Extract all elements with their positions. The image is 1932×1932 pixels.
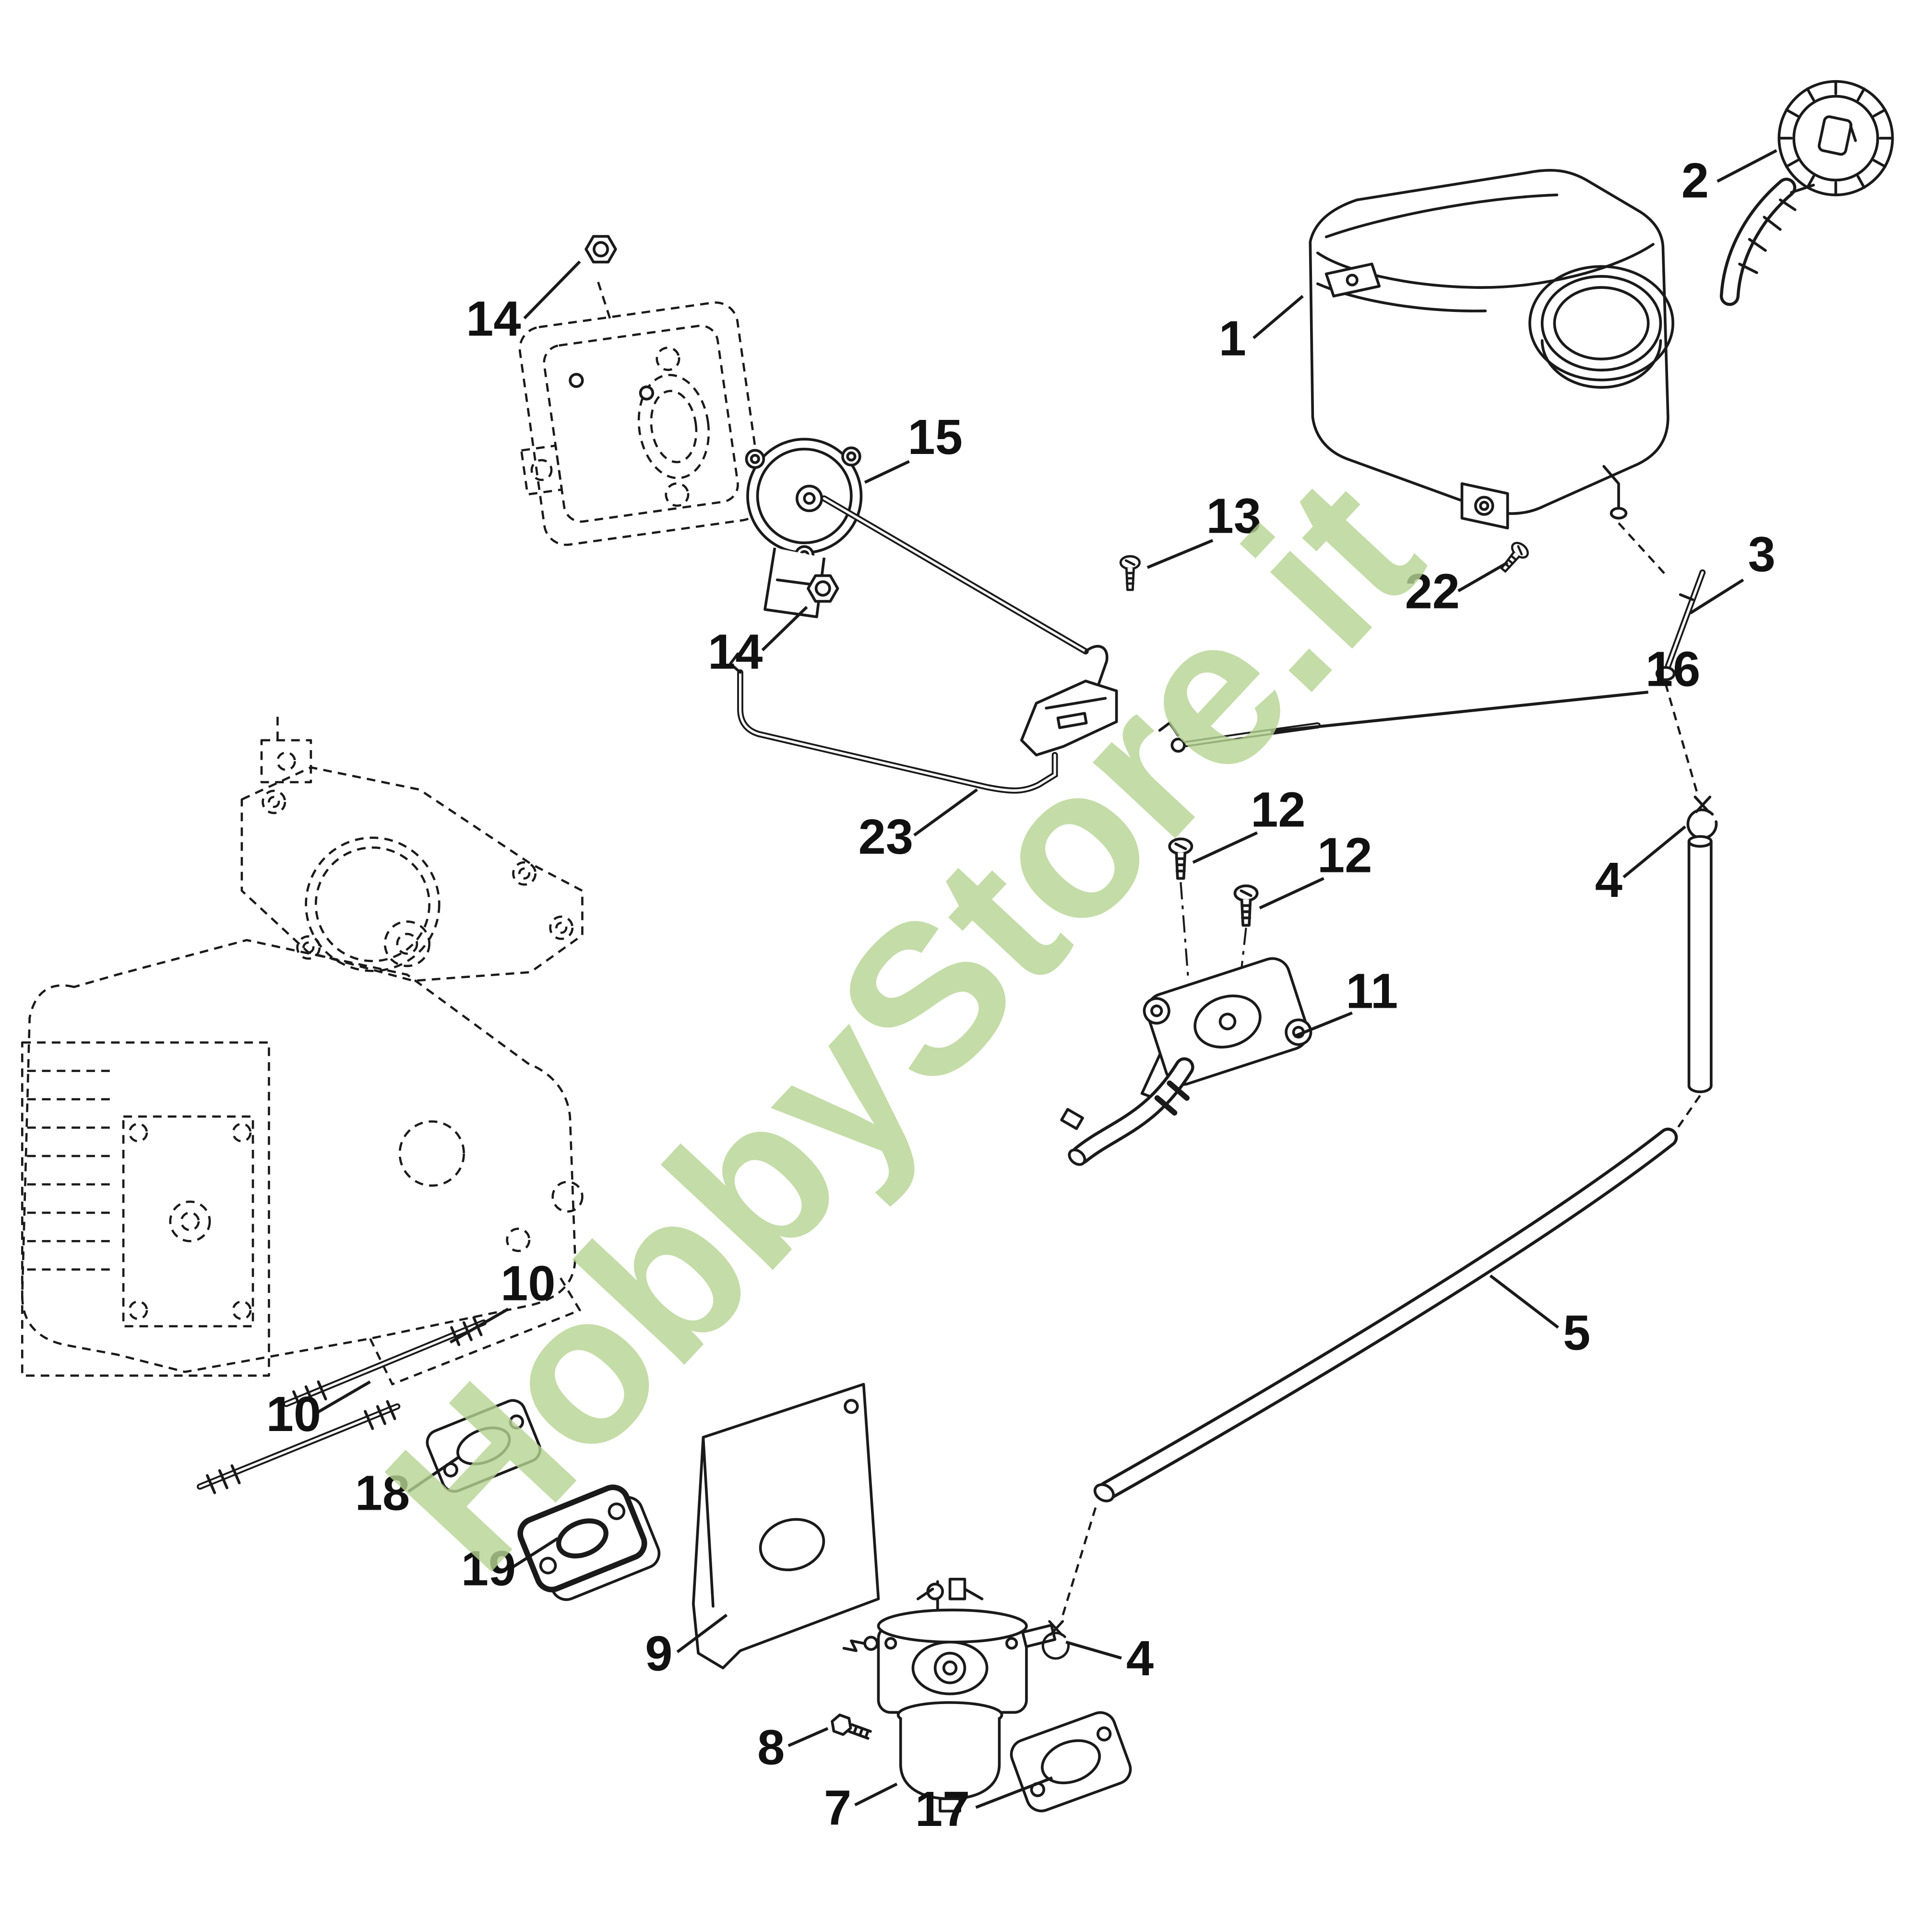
tank-outlet-stub [1610,507,1628,520]
screw-12-right [1235,886,1257,995]
engine-block-reference [21,716,584,1385]
fuel-cap [1719,80,1894,306]
leader-lines [316,149,1777,1809]
callout-1: 1 [1219,310,1246,366]
callout-12-left: 12 [1251,782,1305,837]
callout-10-lower: 10 [266,1386,321,1442]
callout-17: 17 [915,1781,970,1837]
callout-22: 22 [1405,563,1460,619]
fuel-pump-11 [1060,957,1312,1166]
throttle-bracket [1020,680,1118,757]
fuel-tank [1309,168,1674,578]
spacer-19 [517,1484,661,1601]
callout-12-right: 12 [1317,828,1372,883]
governor-rod [821,495,1109,688]
screw-13 [1121,556,1139,590]
fuel-symbol-icon [1817,115,1853,156]
muffler-reference [518,277,763,546]
stud-10-lower [197,1400,401,1494]
callout-14-governor: 14 [708,624,763,679]
screw-12-left [1169,839,1192,978]
callout-7: 7 [824,1780,851,1835]
callout-10-upper: 10 [501,1256,555,1311]
filler-neck-boss [1528,265,1674,382]
fuel-filter-3 [1655,569,1706,795]
stud-10-upper [283,1316,487,1410]
heat-shield-9 [692,1383,880,1670]
bolt-8 [831,1713,872,1740]
callout-13: 13 [1206,489,1261,544]
screw-22 [1497,540,1531,575]
callout-18: 18 [355,1466,410,1521]
callout-8: 8 [757,1719,785,1775]
callout-16: 16 [1646,641,1700,696]
gasket-17 [1010,1711,1132,1813]
clamp-4-upper [1688,797,1716,838]
callout-14-muffler: 14 [466,291,521,346]
callout-4-carb: 4 [1126,1631,1154,1686]
governor-nut-14 [808,576,838,601]
throttle-rod-23 [729,652,1058,794]
carburetor-7 [842,1577,1057,1813]
callout-3: 3 [1748,526,1776,582]
fuel-hose-5 [1060,1127,1678,1622]
gasket-18 [426,1399,542,1493]
callout-2: 2 [1682,153,1709,208]
callout-19: 19 [461,1541,516,1596]
callout-11: 11 [1346,963,1398,1018]
callout-labels: 14 15 14 1 2 13 22 3 16 23 12 12 11 4 5 … [266,153,1776,1837]
fuel-inlet [1021,1623,1057,1648]
callout-15: 15 [908,409,963,465]
callout-23: 23 [859,809,913,864]
governor-assembly [745,438,863,619]
callout-4-upper: 4 [1595,852,1622,907]
fuel-pipe-short [1677,835,1713,1129]
muffler-nut-14 [586,237,616,262]
bowl-drain [939,1797,961,1813]
callout-9: 9 [645,1626,672,1681]
callout-5: 5 [1563,1305,1590,1360]
